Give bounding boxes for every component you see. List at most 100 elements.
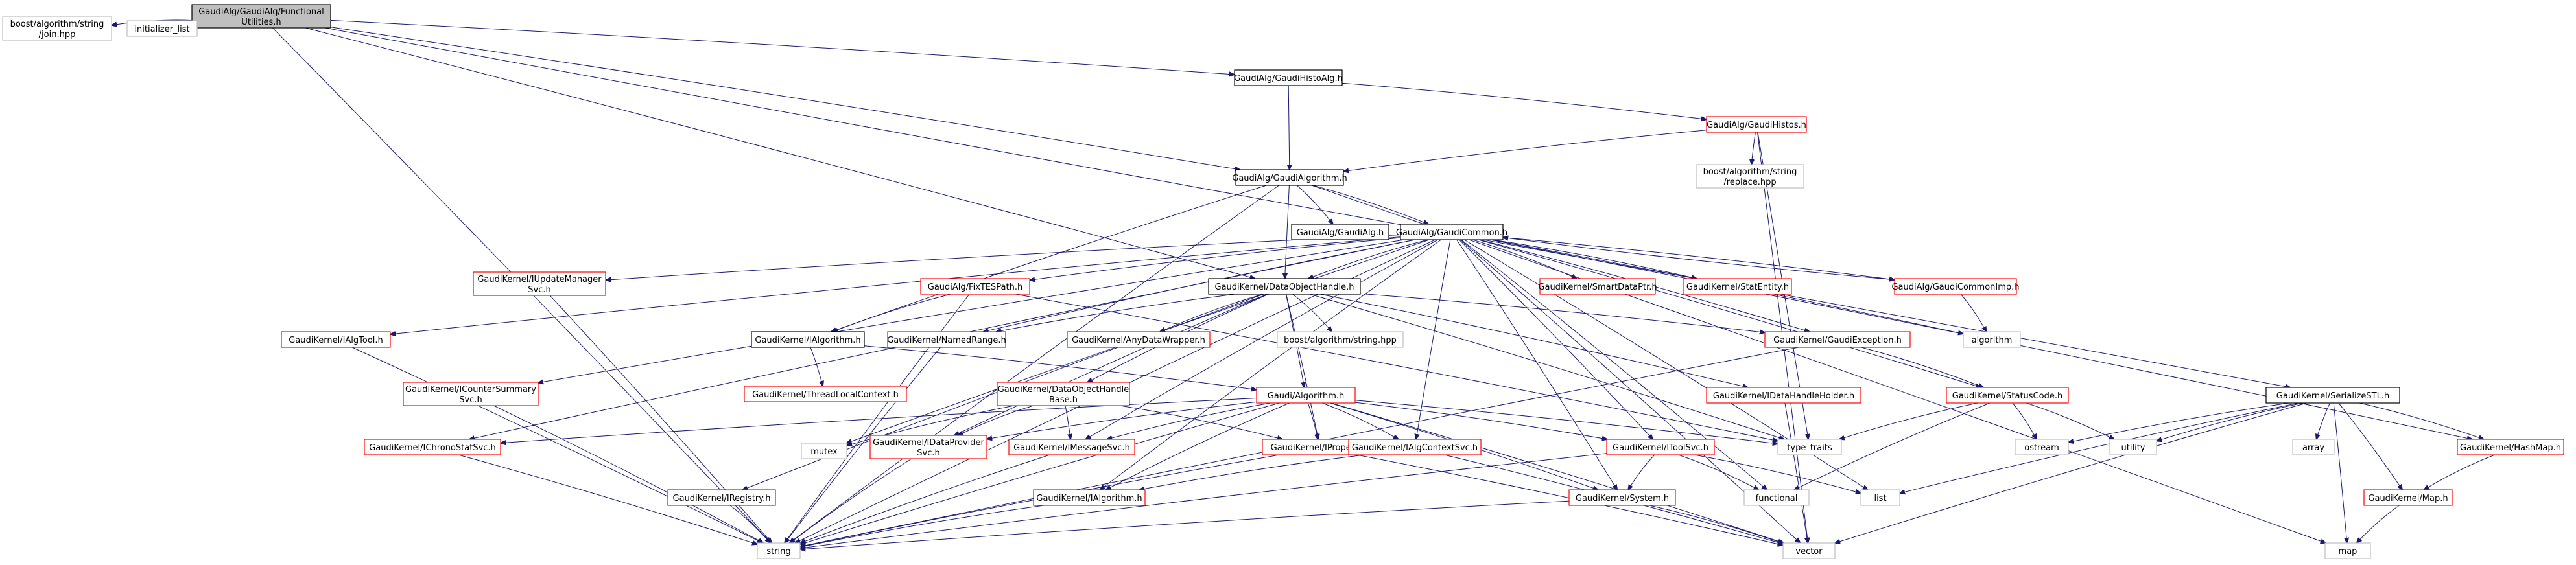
node-box xyxy=(1777,439,1842,455)
node-serialize[interactable]: GaudiKernel/SerializeSTL.h xyxy=(2265,387,2400,404)
node-box xyxy=(1894,278,2017,295)
node-ialgctx[interactable]: GaudiKernel/IAlgContextSvc.h xyxy=(1348,439,1482,455)
edge-gcommon-to-imsgsvc xyxy=(1085,239,1439,439)
edge-gcommon-to-ialgtool xyxy=(390,236,1401,334)
node-box xyxy=(997,382,1130,406)
node-box xyxy=(1008,439,1135,455)
node-label: GaudiKernel/IAlgorithm.h xyxy=(755,336,860,345)
node-label: GaudiKernel/IMessageSvc.h xyxy=(1013,443,1130,453)
node-idatahh[interactable]: GaudiKernel/IDataHandleHolder.h xyxy=(1706,387,1861,404)
edge-histoalg-to-histos xyxy=(1341,82,1707,119)
node-galgorithm[interactable]: GaudiAlg/GaudiAlgorithm.h xyxy=(1232,169,1347,186)
node-box xyxy=(2,16,112,41)
node-label: GaudiAlg/GaudiAlgorithm.h xyxy=(1232,174,1347,183)
edge-statuscode-to-utility xyxy=(2026,402,2114,439)
edge-kalgorithm-to-ialgctx xyxy=(1322,402,1399,439)
node-label: mutex xyxy=(810,447,838,457)
edge-dohandle-to-boostring xyxy=(1292,294,1332,332)
node-box xyxy=(2363,489,2453,506)
node-replace: boost/algorithm/string/replace.hpp xyxy=(1696,164,1804,189)
edge-gcommon-to-icountsum xyxy=(538,239,1405,383)
node-label: algorithm xyxy=(1972,336,2013,345)
node-box xyxy=(364,439,501,455)
node-statentity[interactable]: GaudiKernel/StatEntity.h xyxy=(1683,278,1792,295)
node-box xyxy=(751,331,865,348)
edge-kalgorithm-to-typetraits xyxy=(1354,400,1778,444)
node-box xyxy=(281,331,391,348)
node-gcommonimp[interactable]: GaudiAlg/GaudiCommonImp.h xyxy=(1891,278,2020,295)
node-histos[interactable]: GaudiAlg/GaudiHistos.h xyxy=(1706,116,1807,133)
node-gexception[interactable]: GaudiKernel/GaudiException.h xyxy=(1764,331,1911,348)
node-threadctx[interactable]: GaudiKernel/ThreadLocalContext.h xyxy=(744,386,907,402)
edge-kalgorithm-to-idataprov xyxy=(987,401,1257,439)
node-ialgtool[interactable]: GaudiKernel/IAlgTool.h xyxy=(281,331,391,348)
node-fixtes[interactable]: GaudiAlg/FixTESPath.h xyxy=(920,278,1030,295)
edge-galgorithm-to-ialgorithm_top xyxy=(831,185,1267,332)
node-dohandle[interactable]: GaudiKernel/DataObjectHandle.h xyxy=(1208,278,1361,295)
node-box xyxy=(2265,387,2400,404)
edge-kalgorithm-to-ichrono xyxy=(501,398,1257,443)
node-statuscode[interactable]: GaudiKernel/StatusCode.h xyxy=(1946,387,2069,404)
edge-itoolsvc-to-string xyxy=(800,453,1607,548)
edge-dohbase-to-mutex xyxy=(847,405,1015,446)
node-label: GaudiKernel/NamedRange.h xyxy=(887,336,1006,345)
node-boostring: boost/algorithm/string.hpp xyxy=(1277,331,1404,348)
node-label: GaudiKernel/Map.h xyxy=(2368,494,2448,503)
edge-idataprov-to-string xyxy=(790,458,912,543)
edge-dohbase-to-iproperty xyxy=(1119,405,1282,439)
node-box xyxy=(1696,164,1804,189)
edge-gcommon-to-ialgorithm_bot xyxy=(1100,239,1441,490)
node-box xyxy=(744,386,907,402)
node-label: GaudiKernel/AnyDataWrapper.h xyxy=(1072,336,1205,345)
node-label: GaudiKernel/IDataProvider xyxy=(873,438,984,448)
node-ichrono[interactable]: GaudiKernel/IChronoStatSvc.h xyxy=(364,439,501,455)
node-namedrange[interactable]: GaudiKernel/NamedRange.h xyxy=(887,331,1006,348)
node-gcommon[interactable]: GaudiAlg/GaudiCommon.h xyxy=(1396,224,1507,240)
node-algorithm-std: algorithm xyxy=(1963,331,2021,348)
node-imsgsvc[interactable]: GaudiKernel/IMessageSvc.h xyxy=(1008,439,1135,455)
edge-itoolsvc-to-functional xyxy=(1678,454,1759,490)
node-iregistry[interactable]: GaudiKernel/IRegistry.h xyxy=(667,489,776,506)
node-box xyxy=(1683,278,1792,295)
node-itoolsvc[interactable]: GaudiKernel/IToolSvc.h xyxy=(1606,439,1715,455)
node-label: GaudiKernel/HashMap.h xyxy=(2460,443,2561,453)
node-kalgorithm[interactable]: Gaudi/Algorithm.h xyxy=(1256,387,1356,404)
node-label: GaudiKernel/IAlgTool.h xyxy=(289,336,383,345)
edge-serialize-to-array xyxy=(2317,402,2330,439)
node-box xyxy=(1033,489,1146,506)
edge-dohbase-to-idataprov xyxy=(958,405,1034,435)
node-utility: utility xyxy=(2109,439,2157,455)
node-smartptr[interactable]: GaudiKernel/SmartDataPtr.h xyxy=(1538,278,1657,295)
edge-gcommon-to-namedrange xyxy=(983,239,1415,332)
node-label: Svc.h xyxy=(528,285,550,295)
edge-idatahh-to-vector xyxy=(1784,402,1808,543)
edge-histos-to-replace xyxy=(1751,132,1756,165)
node-histoalg[interactable]: GaudiAlg/GaudiHistoAlg.h xyxy=(1234,69,1343,86)
node-label: GaudiAlg/GaudiAlg.h xyxy=(1297,228,1384,238)
node-hashmap[interactable]: GaudiKernel/HashMap.h xyxy=(2457,439,2564,455)
node-label: /replace.hpp xyxy=(1723,178,1776,187)
edge-gcommon-to-ialgctx xyxy=(1416,239,1451,439)
node-anywrap[interactable]: GaudiKernel/AnyDataWrapper.h xyxy=(1067,331,1211,348)
edge-kalgorithm-to-itoolsvc xyxy=(1354,402,1607,439)
node-box xyxy=(473,271,606,296)
node-ialgorithm-bot[interactable]: GaudiKernel/IAlgorithm.h xyxy=(1033,489,1146,506)
node-mapdoth[interactable]: GaudiKernel/Map.h xyxy=(2363,489,2453,506)
edge-kalgorithm-to-imsgsvc xyxy=(1107,402,1271,439)
node-box xyxy=(1963,331,2021,348)
node-label: GaudiKernel/GaudiException.h xyxy=(1773,336,1902,345)
edge-serialize-to-ostream xyxy=(2068,402,2289,443)
node-box xyxy=(1400,224,1504,240)
node-ialgorithm-top[interactable]: GaudiKernel/IAlgorithm.h xyxy=(751,331,865,348)
node-label: Base.h xyxy=(1049,395,1078,405)
node-label: array xyxy=(2302,443,2324,453)
node-system[interactable]: GaudiKernel/System.h xyxy=(1568,489,1676,506)
node-gaudialg[interactable]: GaudiAlg/GaudiAlg.h xyxy=(1291,224,1389,240)
node-label: GaudiAlg/GaudiHistoAlg.h xyxy=(1234,74,1343,84)
node-label: Svc.h xyxy=(459,395,482,405)
